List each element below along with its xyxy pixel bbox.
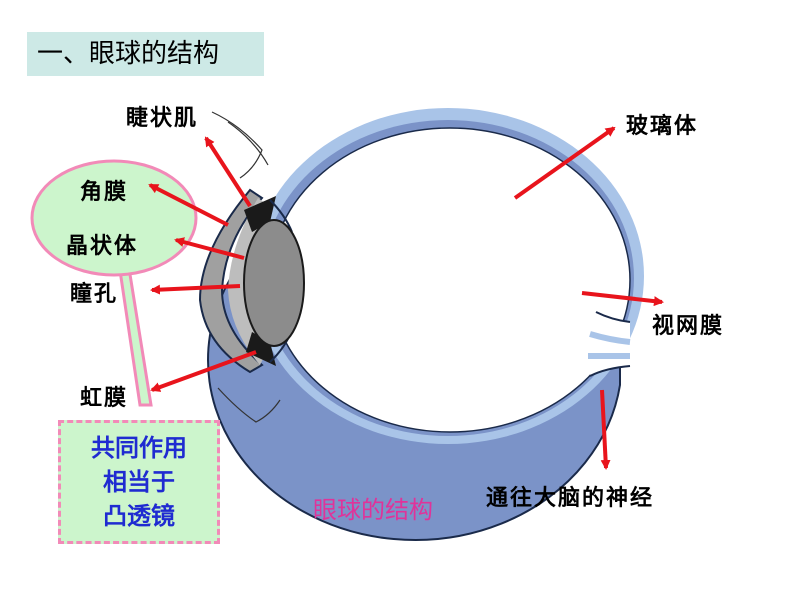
diagram-caption: 眼球的结构 [313, 496, 433, 524]
arrow-iris [150, 350, 257, 392]
note-line-3: 凸透镜 [103, 502, 175, 530]
arrow-cornea [148, 183, 229, 227]
label-cornea: 角膜 [80, 179, 129, 205]
label-ciliary-muscle: 睫状肌 [126, 105, 199, 131]
arrow-retina [581, 291, 664, 307]
label-pupil: 瞳孔 [70, 281, 119, 307]
note-line-1: 共同作用 [91, 434, 187, 462]
arrow-lens [174, 237, 245, 260]
page-title: 一、眼球的结构 [27, 32, 264, 76]
arrow-ciliary-muscle [204, 136, 252, 208]
label-iris: 虹膜 [80, 385, 129, 411]
label-arrows [148, 126, 664, 470]
label-vitreous: 玻璃体 [626, 113, 699, 139]
label-retina: 视网膜 [652, 313, 725, 339]
label-optic-nerve: 通往大脑的神经 [486, 485, 655, 511]
note-line-2: 相当于 [103, 468, 175, 496]
arrow-pupil [150, 284, 241, 295]
eyeball [198, 108, 644, 541]
label-lens: 晶状体 [66, 233, 139, 259]
arrow-optic-nerve [600, 389, 611, 470]
note-box: 共同作用 相当于 凸透镜 [58, 420, 220, 544]
arrow-vitreous [513, 126, 616, 200]
